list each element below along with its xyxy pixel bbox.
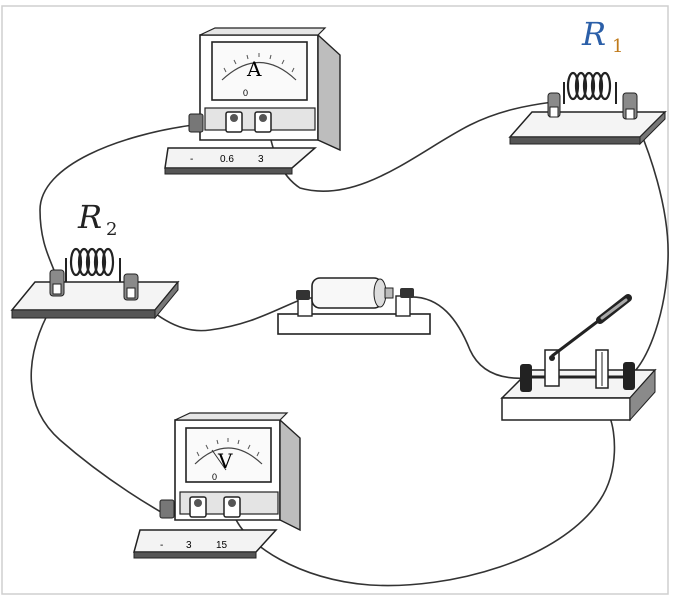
ammeter-terminals: [188, 111, 272, 133]
battery-cell: [311, 277, 383, 309]
frame-border: [1, 5, 669, 595]
r2-label-letter: R: [77, 198, 102, 236]
r2-label-subscript: 2: [106, 219, 117, 240]
r1-label-subscript: 1: [612, 36, 623, 57]
resistor-r2: [10, 247, 180, 320]
ammeter-symbol: A: [246, 57, 262, 81]
voltmeter-terminal-3: 3: [186, 540, 192, 551]
voltmeter-zero-mark: 0: [212, 472, 217, 482]
r1-coil: [566, 71, 612, 101]
resistor-r1: [508, 71, 667, 146]
battery: [277, 277, 431, 335]
wire-battery-switch: [407, 296, 529, 380]
voltmeter-terminals: [159, 496, 241, 519]
wire-voltmeter-switch: [233, 417, 616, 587]
r2-label: R 2: [77, 198, 117, 240]
r2-coil: [69, 247, 115, 277]
ammeter-zero-mark: 0: [243, 88, 248, 98]
wire-r2-voltmeter: [30, 299, 167, 516]
wires: [30, 101, 669, 587]
r1-label-letter: R: [581, 15, 606, 53]
wire-ammeter-r2: [39, 124, 194, 277]
voltmeter: V 0 - 3 15: [133, 412, 301, 559]
voltmeter-terminal-15: 15: [216, 540, 228, 551]
wire-r1-switch: [627, 107, 669, 379]
battery-base: [277, 313, 431, 335]
switch: [500, 294, 657, 422]
ammeter: A 0 - 0.6 3: [164, 27, 341, 175]
ammeter-terminal-3: 3: [258, 154, 264, 165]
voltmeter-symbol: V: [217, 449, 233, 473]
r1-label: R 1: [581, 15, 623, 57]
ammeter-terminal-neg: -: [190, 154, 193, 165]
voltmeter-terminal-neg: -: [160, 540, 163, 551]
ammeter-terminal-0-6: 0.6: [220, 154, 234, 165]
